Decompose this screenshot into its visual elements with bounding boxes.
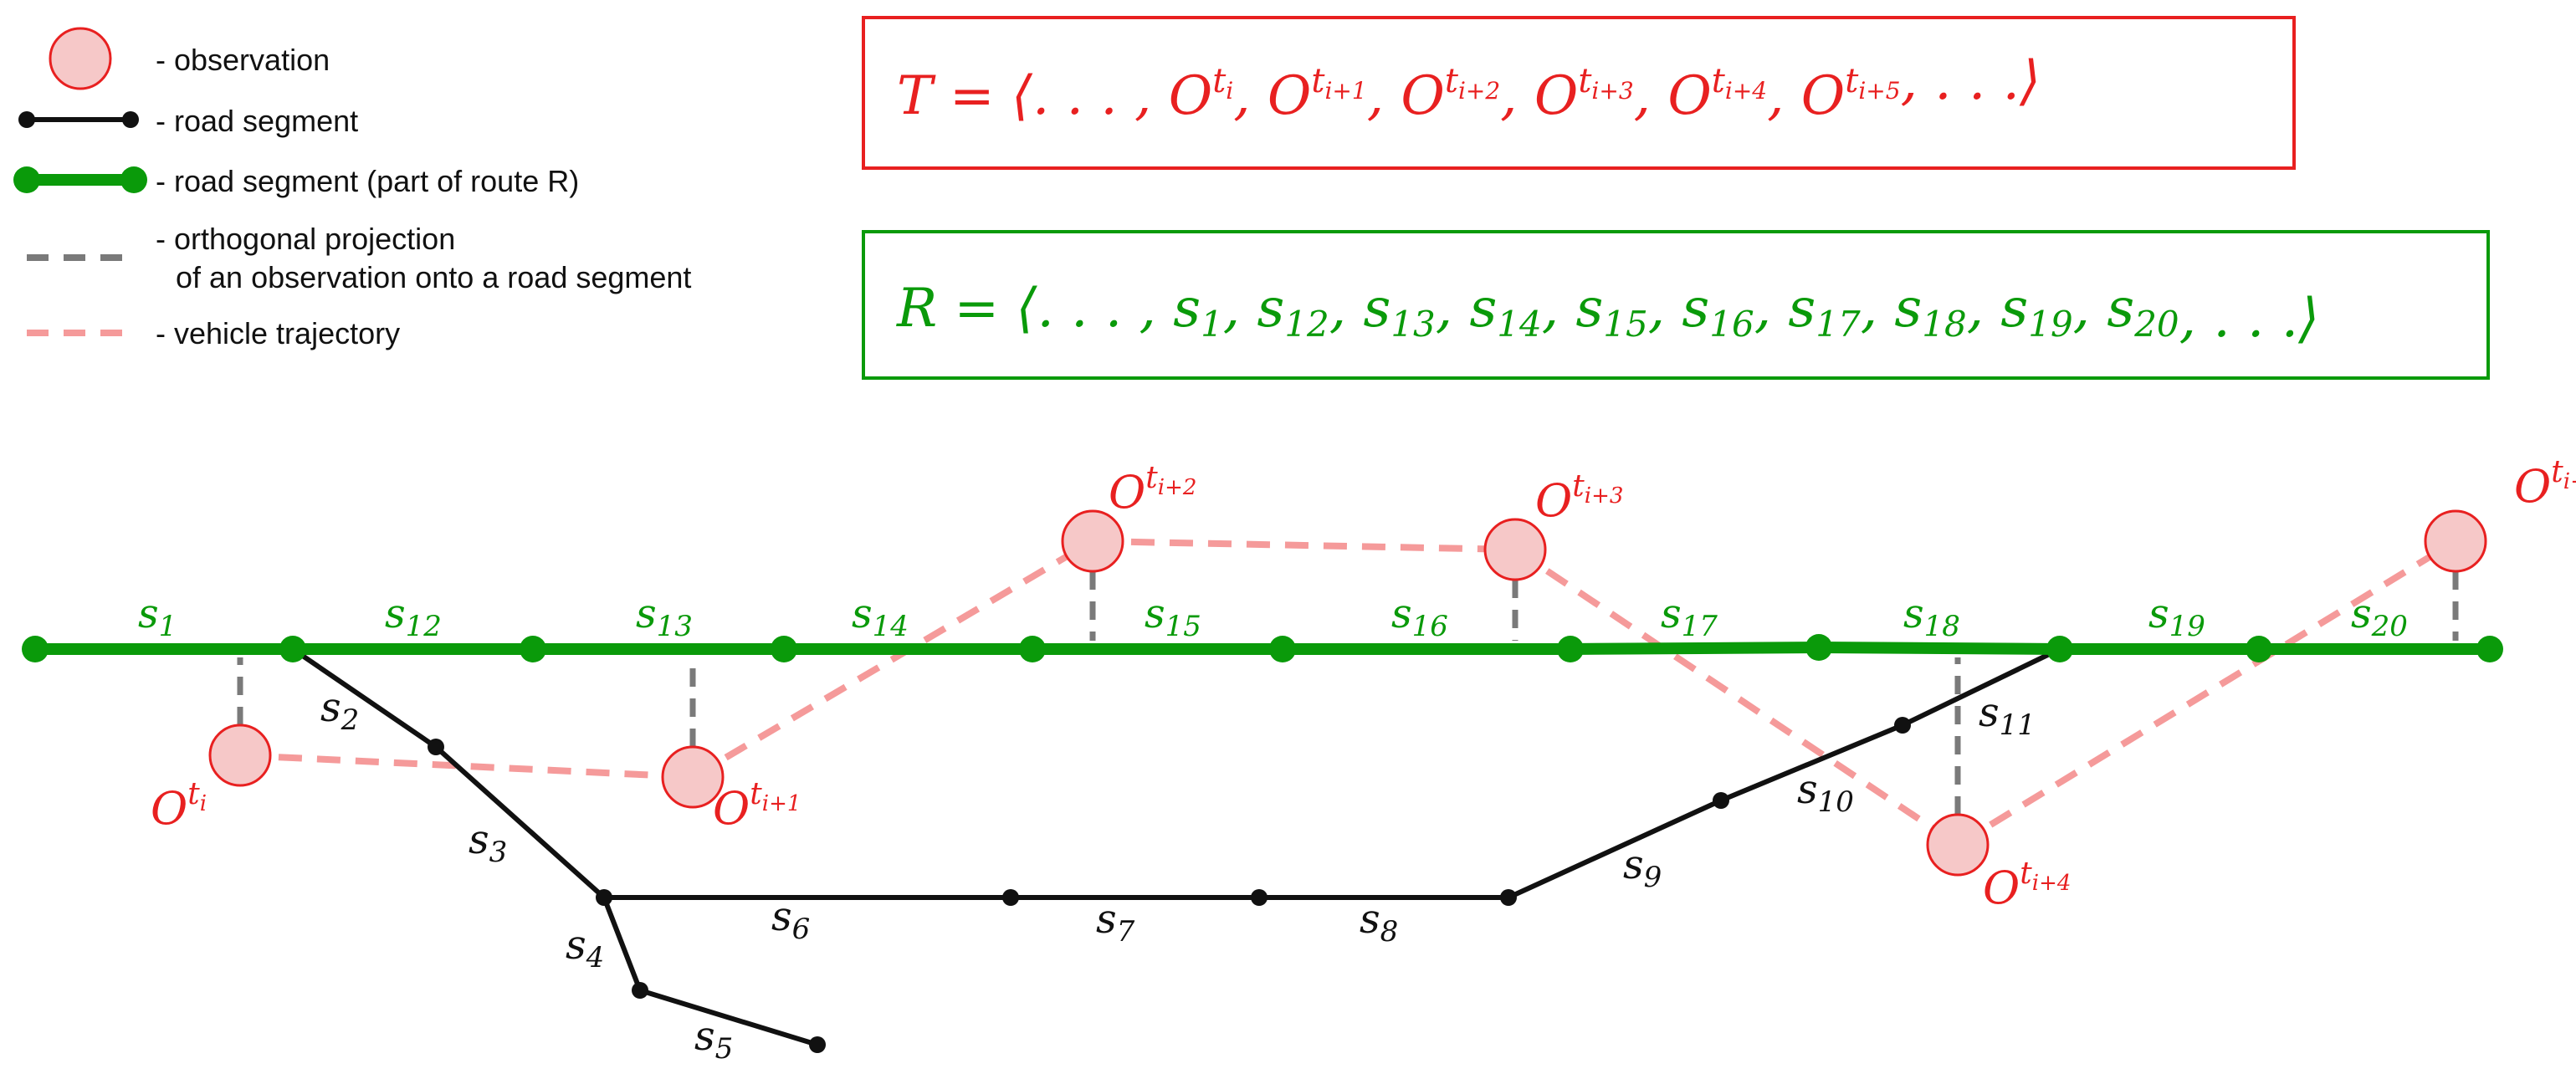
legend-observation-label: - observation [156,43,330,77]
road-node [1713,792,1729,809]
route-segment-label: s14 [852,591,909,643]
formula-T-box: T = ⟨. . . , Oti, Oti+1, Oti+2, Oti+3, O… [862,16,2296,170]
route-node [2046,636,2073,662]
route-node [1557,636,1584,662]
road-segment [433,744,607,900]
road-segment-label: s10 [1797,766,1854,819]
road-segment-label: s7 [1096,896,1135,949]
route-node [2476,636,2503,662]
observation-label: Oti+5 [2514,455,2576,513]
trajectory-segment [1513,546,1960,848]
road-node [596,889,612,906]
observation-marker [1061,509,1124,573]
route-node [22,636,49,662]
route-segment-label: s12 [385,591,442,643]
road-segment [1719,723,1904,803]
observation-marker [1483,518,1547,581]
trajectory-segment [1092,538,1516,553]
legend-route-segment-icon [13,166,147,193]
road-segment-label: s11 [1979,689,2036,742]
legend-road-segment-icon [18,111,139,128]
road-segment-label: s5 [694,1013,733,1066]
observation-label: Oti [151,777,207,835]
observation-marker [208,724,272,787]
road-node [1894,717,1911,734]
road-segment [291,647,438,749]
route-segment [1570,642,1820,655]
road-segment-label: s6 [771,893,810,946]
route-node [520,636,546,662]
trajectory-segment [690,538,1095,780]
route-segment-label: s18 [1903,591,1960,643]
legend-trajectory-label: - vehicle trajectory [156,316,400,350]
route-node [279,636,306,662]
road-node [632,982,648,999]
legend: - observation - road segment - road segm… [13,27,691,350]
road-segment-label: s3 [469,816,507,869]
route-segment-label: s19 [2148,591,2205,643]
vehicle-trajectory [239,538,2458,848]
route-R [22,634,2503,662]
observation-label: Oti+4 [1983,857,2071,914]
legend-road-segment-label: - road segment [156,104,358,138]
route-segment-label: s13 [636,591,693,643]
road-node [1002,889,1019,906]
segment-labels: s1 s12 s13 s14 s15 s16 s17 s18 s19 s20 s2 s3 s4 s5 s6 s… [138,591,2408,1066]
route-node [771,636,797,662]
route-segment [1818,642,2061,655]
road-node [1251,889,1268,906]
formula-R-box: R = ⟨. . . , s1, s12, s13, s14, s15, s16… [862,230,2490,380]
projections [237,571,2459,815]
road-segment [1901,647,2061,728]
route-node [1019,636,1046,662]
legend-route-segment-label: - road segment (part of route R) [156,164,579,198]
road-segment [1507,798,1723,900]
route-node [1269,636,1296,662]
observation-label: Oti+1 [713,777,801,835]
route-segment-label: s15 [1145,591,1201,643]
route-segment-label: s1 [138,591,177,643]
route-segment-label: s17 [1661,591,1718,643]
observation-label: Oti+2 [1109,461,1196,519]
road-segment [602,896,643,992]
legend-projection-label-line2: of an observation onto a road segment [176,260,691,294]
legend-observation-icon [49,27,112,90]
observation-marker [661,745,725,809]
route-segment-label: s16 [1391,591,1448,643]
road-segment-label: s8 [1360,896,1398,949]
road-network [284,641,2068,1053]
legend-projection-label-line1: - orthogonal projection [156,222,455,256]
road-node [1500,889,1517,906]
road-segment-label: s2 [320,684,359,737]
route-segment-label: s20 [2351,591,2408,643]
observation-label: Oti+3 [1535,469,1623,527]
observation-marker [2424,509,2487,573]
formula-R: R = ⟨. . . , s1, s12, s13, s14, s15, s16… [896,278,2319,350]
road-segment-label: s4 [566,922,604,974]
road-segment-label: s9 [1623,841,1662,894]
formula-T: T = ⟨. . . , Oti, Oti+1, Oti+2, Oti+3, O… [897,50,2041,127]
route-node [1805,634,1832,661]
road-segment [639,988,818,1047]
trajectory-segment [1955,538,2458,848]
road-node [428,739,444,755]
route-node [2246,636,2272,662]
road-node [809,1036,826,1053]
observation-marker [1926,813,1990,877]
